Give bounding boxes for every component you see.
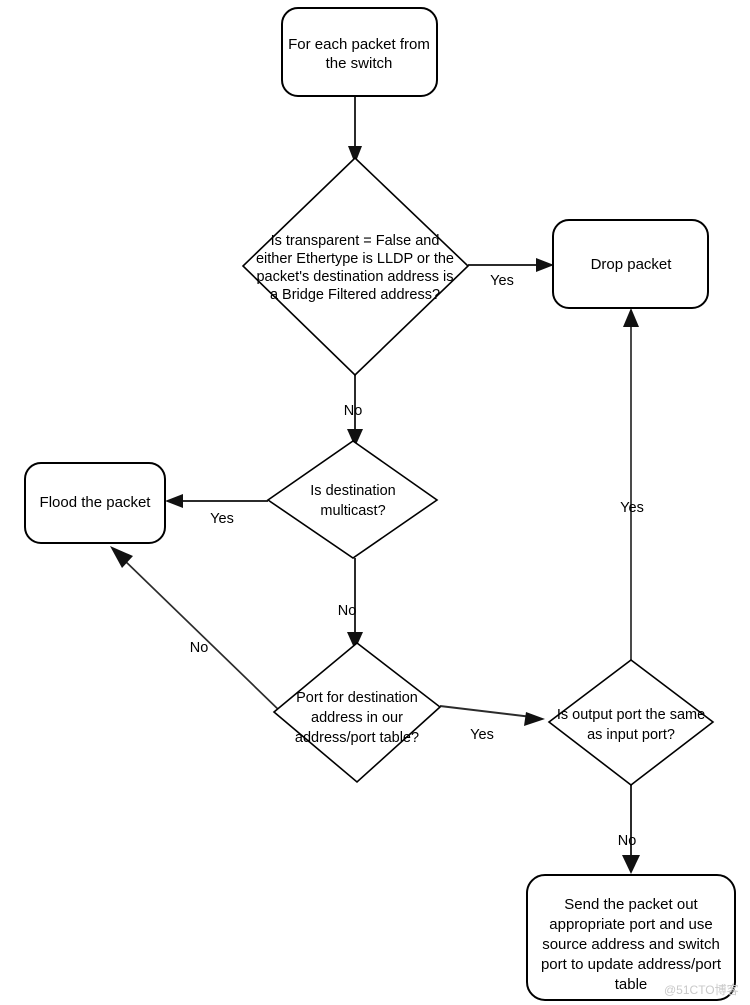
decision-port-table-line-2: address in our (311, 710, 403, 726)
node-flood-packet[interactable]: Flood the packet (24, 462, 166, 544)
edge-multicast-no (347, 558, 363, 650)
decision-same-port-diamond[interactable] (547, 658, 715, 787)
edge-same-port-yes (623, 308, 639, 660)
node-drop-packet[interactable]: Drop packet (552, 219, 709, 309)
edge-multicast-yes (165, 494, 268, 508)
edge-transparent-yes (468, 258, 554, 272)
edge-port-table-no (110, 546, 284, 715)
drop-packet-box[interactable] (552, 219, 709, 309)
start-label-line-2: the switch (326, 55, 393, 72)
edge-port-table-yes (439, 705, 545, 726)
edge-label-same-port-no: No (618, 833, 637, 849)
edge-label-multicast-yes: Yes (210, 511, 234, 527)
edge-label-transparent-yes: Yes (490, 273, 514, 289)
node-start[interactable]: For each packet from the switch (281, 7, 438, 97)
decision-multicast-diamond[interactable] (266, 440, 439, 559)
node-decision-port-table[interactable]: Port for destination address in our addr… (272, 641, 442, 784)
node-decision-multicast[interactable]: Is destination multicast? (266, 440, 439, 559)
edge-start-to-transparent (348, 96, 362, 164)
node-send-packet[interactable]: Send the packet out appropriate port and… (526, 874, 736, 1001)
edge-label-same-port-yes: Yes (620, 500, 644, 516)
send-packet-line-2: appropriate port and use (549, 916, 712, 933)
start-box[interactable] (281, 7, 438, 97)
decision-port-table-diamond[interactable] (272, 641, 442, 784)
send-packet-line-5: table (615, 976, 648, 993)
decision-transparent-line-3: packet's destination address is (256, 269, 453, 285)
send-packet-box[interactable] (526, 874, 736, 1001)
node-decision-same-port[interactable]: Is output port the same as input port? (547, 658, 715, 787)
decision-transparent-line-4: a Bridge Filtered address? (270, 287, 440, 303)
decision-same-port-line-2: as input port? (587, 727, 675, 743)
edge-label-port-table-no: No (190, 640, 209, 656)
decision-same-port-line-1: Is output port the same (557, 707, 705, 723)
send-packet-line-3: source address and switch (542, 936, 720, 953)
drop-packet-label: Drop packet (591, 256, 673, 273)
flood-packet-box[interactable] (24, 462, 166, 544)
start-label-line-1: For each packet from (288, 36, 430, 53)
edge-label-port-table-yes: Yes (470, 727, 494, 743)
send-packet-line-1: Send the packet out (564, 896, 698, 913)
flood-packet-label: Flood the packet (40, 494, 152, 511)
edge-label-transparent-no: No (344, 403, 363, 419)
decision-transparent-line-2: either Ethertype is LLDP or the (256, 251, 454, 267)
decision-multicast-line-1: Is destination (310, 483, 395, 499)
send-packet-line-4: port to update address/port (541, 956, 722, 973)
watermark: @51CTO博客 (664, 982, 739, 997)
decision-port-table-line-3: address/port table? (295, 730, 419, 746)
edge-transparent-no (347, 375, 363, 447)
edge-label-multicast-no: No (338, 603, 357, 619)
decision-port-table-line-1: Port for destination (296, 690, 418, 706)
decision-transparent-diamond[interactable] (241, 156, 470, 377)
decision-multicast-line-2: multicast? (320, 503, 385, 519)
decision-transparent-line-1: Is transparent = False and (271, 233, 440, 249)
edge-same-port-no (622, 785, 640, 874)
node-decision-transparent[interactable]: Is transparent = False and either Ethert… (241, 156, 470, 377)
